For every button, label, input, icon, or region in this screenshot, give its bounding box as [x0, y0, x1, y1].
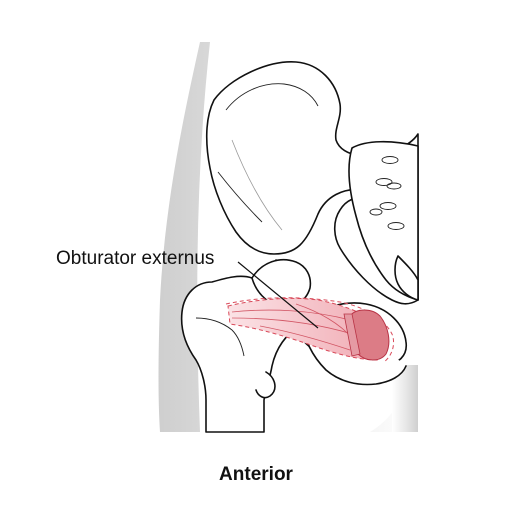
iliac-fossa-line — [231, 139, 283, 231]
lesser-trochanter — [255, 371, 276, 399]
obturator-externus-label: Obturator externus — [56, 248, 215, 269]
body-silhouette — [158, 42, 418, 432]
muscle-fibers — [231, 303, 353, 351]
tendon-band — [343, 313, 361, 357]
view-caption: Anterior — [219, 464, 293, 485]
iliac-crest-inner — [225, 83, 319, 111]
coccyx — [394, 255, 419, 301]
greater-trochanter-line — [195, 317, 245, 357]
sacral-foramina — [369, 156, 405, 230]
arcuate-line — [217, 171, 263, 223]
muscle-outer-dashed — [225, 297, 395, 363]
callout-leader-line — [237, 261, 319, 329]
